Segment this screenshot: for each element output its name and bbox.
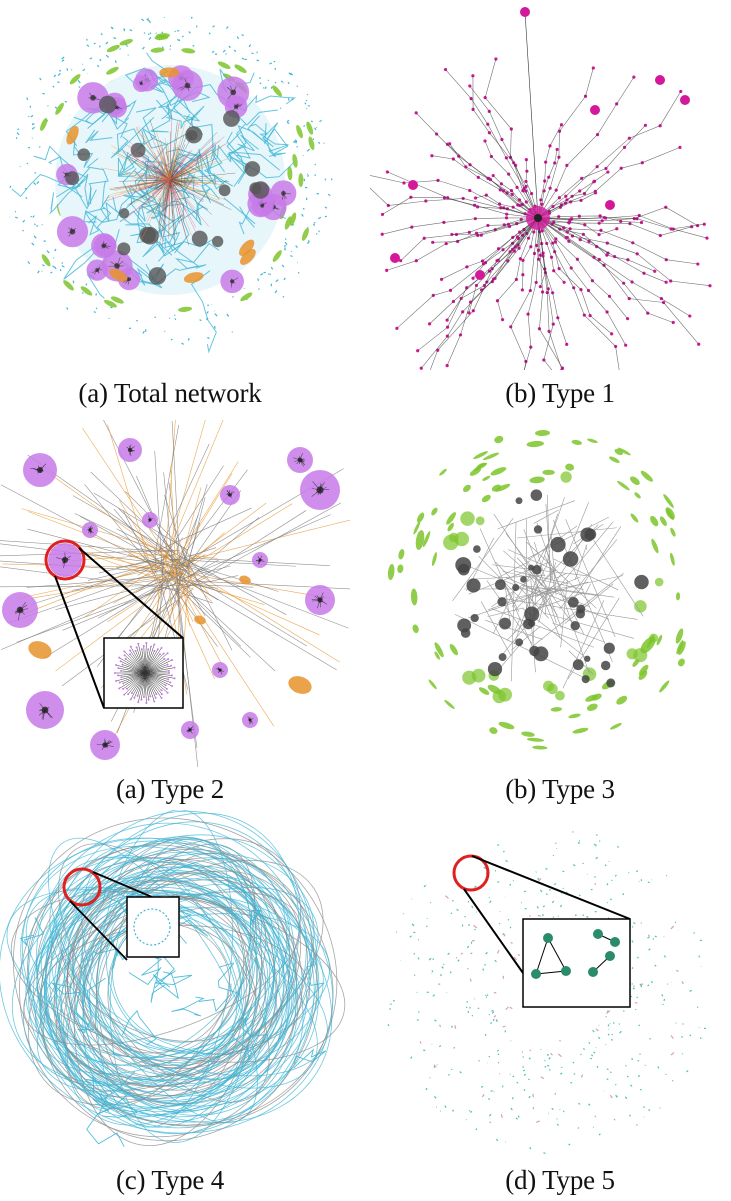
caption-type-2: (a) Type 2 (115, 774, 225, 804)
caption-type-3: (b) Type 3 (505, 774, 615, 804)
panel-total-network (0, 0, 340, 360)
caption-total-network: (a) Total network (78, 378, 262, 408)
panel-type-5 (380, 820, 731, 1160)
type-5-graph (387, 831, 707, 1154)
type-1-graph (370, 7, 712, 370)
caption-type-4: (c) Type 4 (115, 1165, 225, 1195)
total-network-graph (9, 16, 333, 354)
type-2-graph (0, 420, 350, 767)
panel-type-4 (0, 810, 360, 1150)
caption-type-5: (d) Type 5 (505, 1165, 615, 1195)
panel-type-1 (370, 0, 731, 370)
type-4-graph (0, 810, 346, 1147)
caption-type-1: (b) Type 1 (505, 378, 615, 408)
type-3-graph (387, 430, 686, 750)
panel-type-3 (380, 430, 731, 760)
panel-type-2 (0, 420, 350, 770)
